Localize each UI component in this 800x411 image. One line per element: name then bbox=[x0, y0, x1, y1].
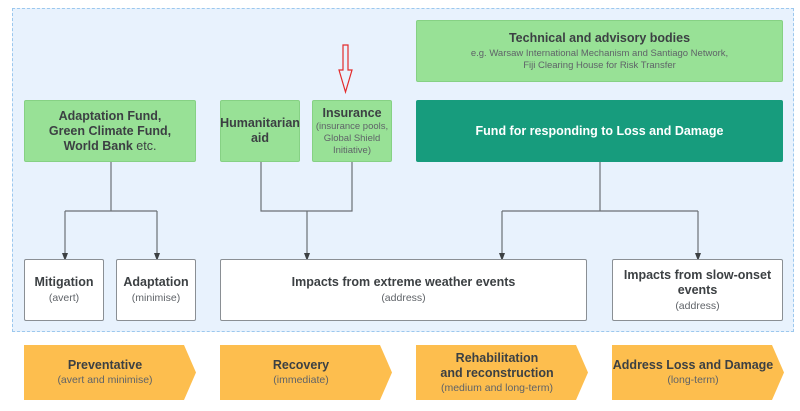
humanitarian-aid-box: Humanitarian aid bbox=[220, 100, 300, 162]
adaptation-box: Adaptation (minimise) bbox=[116, 259, 196, 321]
mitigation-sub: (avert) bbox=[48, 292, 80, 304]
insurance-box: Insurance (insurance pools, Global Shiel… bbox=[312, 100, 392, 162]
insurance-line2: Global Shield bbox=[323, 132, 381, 144]
phase-address-loss-damage: Address Loss and Damage (long-term) bbox=[612, 345, 784, 400]
phase-sub: (medium and long-term) bbox=[440, 381, 554, 394]
phase-preventative: Preventative (avert and minimise) bbox=[24, 345, 196, 400]
phase-title-line1: Rehabilitation bbox=[455, 350, 539, 365]
extreme-events-box: Impacts from extreme weather events (add… bbox=[220, 259, 587, 321]
mitigation-box: Mitigation (avert) bbox=[24, 259, 104, 321]
extreme-events-sub: (address) bbox=[381, 292, 426, 304]
adaptation-sub: (minimise) bbox=[131, 292, 181, 304]
technical-advisory-box: Technical and advisory bodies e.g. Warsa… bbox=[416, 20, 783, 82]
highlight-arrow-icon bbox=[338, 44, 353, 95]
humanitarian-line1: Humanitarian bbox=[220, 116, 300, 130]
connector-humanitarian bbox=[260, 162, 353, 212]
phase-title: Recovery bbox=[272, 358, 330, 372]
adaptation-fund-line1: Adaptation Fund, bbox=[58, 108, 162, 123]
chevron-shape bbox=[220, 345, 392, 400]
chevron-shape bbox=[416, 345, 588, 400]
phase-recovery: Recovery (immediate) bbox=[220, 345, 392, 400]
slow-onset-sub: (address) bbox=[675, 299, 720, 312]
phase-sub: (immediate) bbox=[273, 374, 329, 386]
phase-title: Preventative bbox=[67, 358, 143, 372]
loss-damage-fund-box: Fund for responding to Loss and Damage bbox=[416, 100, 783, 162]
loss-damage-fund-label: Fund for responding to Loss and Damage bbox=[475, 123, 724, 138]
phase-title-line2: and reconstruction bbox=[440, 365, 554, 380]
adaptation-fund-line3: World Bank etc. bbox=[64, 139, 157, 154]
slow-onset-box: Impacts from slow-onset events (address) bbox=[612, 259, 783, 321]
phase-title: Address Loss and Damage bbox=[612, 358, 774, 372]
humanitarian-line2: aid bbox=[250, 131, 270, 145]
phase-rehabilitation: Rehabilitation and reconstruction (mediu… bbox=[416, 345, 588, 400]
phase-sub: (long-term) bbox=[667, 374, 719, 386]
adaptation-fund-line2: Green Climate Fund, bbox=[48, 123, 172, 138]
chevron-shape bbox=[24, 345, 196, 400]
extreme-events-title: Impacts from extreme weather events bbox=[291, 275, 516, 289]
insurance-line3: Initiative) bbox=[332, 144, 371, 156]
etc-label: etc. bbox=[132, 138, 157, 153]
world-bank-label: World Bank bbox=[63, 138, 133, 153]
technical-title: Technical and advisory bodies bbox=[508, 30, 691, 45]
adaptation-fund-box: Adaptation Fund, Green Climate Fund, Wor… bbox=[24, 100, 196, 162]
technical-line2: Fiji Clearing House for Risk Transfer bbox=[523, 59, 676, 71]
slow-onset-title: Impacts from slow-onset events bbox=[623, 267, 772, 297]
chevron-shape bbox=[612, 345, 784, 400]
phase-sub: (avert and minimise) bbox=[57, 374, 153, 386]
insurance-title: Insurance bbox=[322, 105, 382, 120]
technical-line1: e.g. Warsaw International Mechanism and … bbox=[470, 47, 729, 59]
adaptation-title: Adaptation bbox=[123, 275, 189, 289]
insurance-line1: (insurance pools, bbox=[315, 120, 389, 132]
mitigation-title: Mitigation bbox=[34, 275, 94, 289]
